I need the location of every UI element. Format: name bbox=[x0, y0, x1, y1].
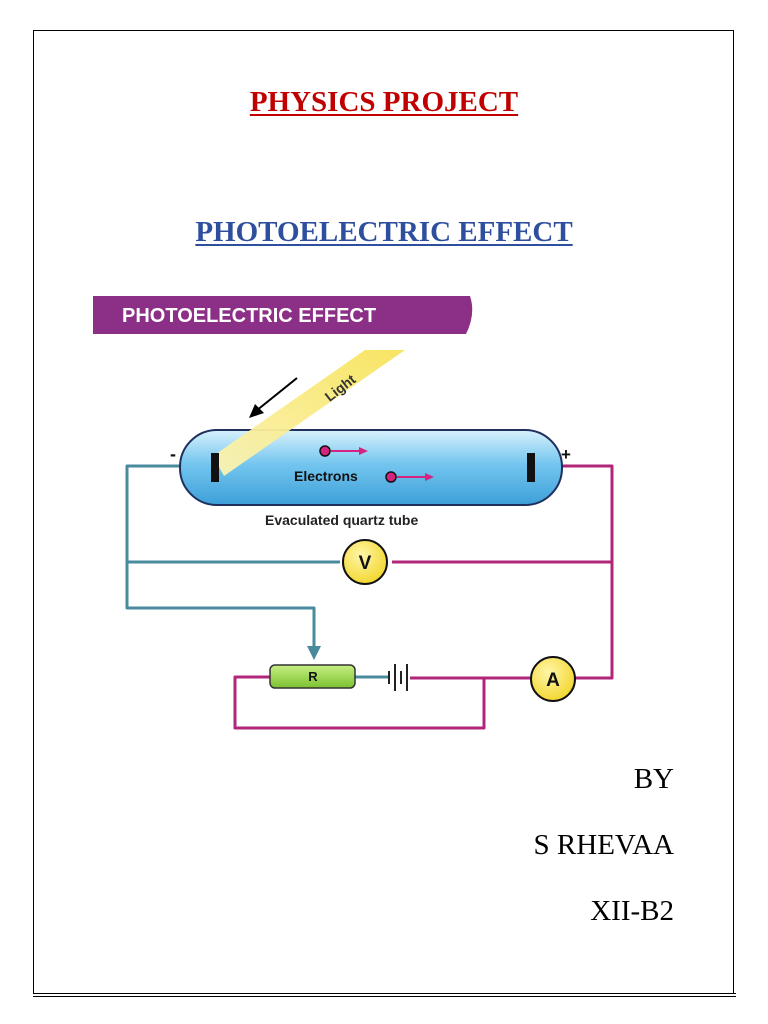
anode-sign: + bbox=[561, 445, 571, 464]
electron-2-arrowhead bbox=[425, 473, 434, 481]
wire-cathode bbox=[125, 464, 316, 648]
byline: BY bbox=[633, 763, 674, 795]
page-border-bottom bbox=[33, 993, 736, 997]
project-topic: PHOTOELECTRIC EFFECT bbox=[195, 216, 573, 248]
resistor bbox=[269, 664, 356, 689]
page-title: PHYSICS PROJECT bbox=[249, 86, 519, 118]
tube-label: Evaculated quartz tube bbox=[265, 512, 418, 528]
light-beam bbox=[213, 350, 405, 476]
class-section: XII-B2 bbox=[590, 895, 674, 927]
ammeter-label: A bbox=[546, 670, 560, 691]
diagram-banner bbox=[93, 296, 473, 334]
cathode-sign: - bbox=[170, 444, 176, 464]
wire-loop bbox=[233, 675, 486, 730]
anode-plate bbox=[527, 453, 535, 482]
resistor-label: R bbox=[308, 669, 318, 684]
diagram-banner-text: PHOTOELECTRIC EFFECT bbox=[122, 305, 376, 327]
electron-2 bbox=[385, 471, 397, 483]
electron-1 bbox=[319, 445, 331, 457]
light-arrowhead bbox=[249, 404, 264, 418]
quartz-tube bbox=[179, 429, 563, 506]
rheostat-arrow bbox=[307, 646, 321, 660]
ammeter bbox=[530, 656, 576, 702]
wire-anode bbox=[534, 464, 614, 680]
electrons-label: Electrons bbox=[294, 468, 358, 484]
light-direction-arrow bbox=[255, 377, 298, 412]
battery-icon bbox=[388, 664, 408, 691]
electron-1-arrowhead bbox=[359, 447, 368, 455]
voltmeter bbox=[342, 539, 388, 585]
voltmeter-label: V bbox=[359, 553, 372, 574]
cathode-plate bbox=[211, 453, 219, 482]
author-name: S RHEVAA bbox=[533, 829, 674, 861]
